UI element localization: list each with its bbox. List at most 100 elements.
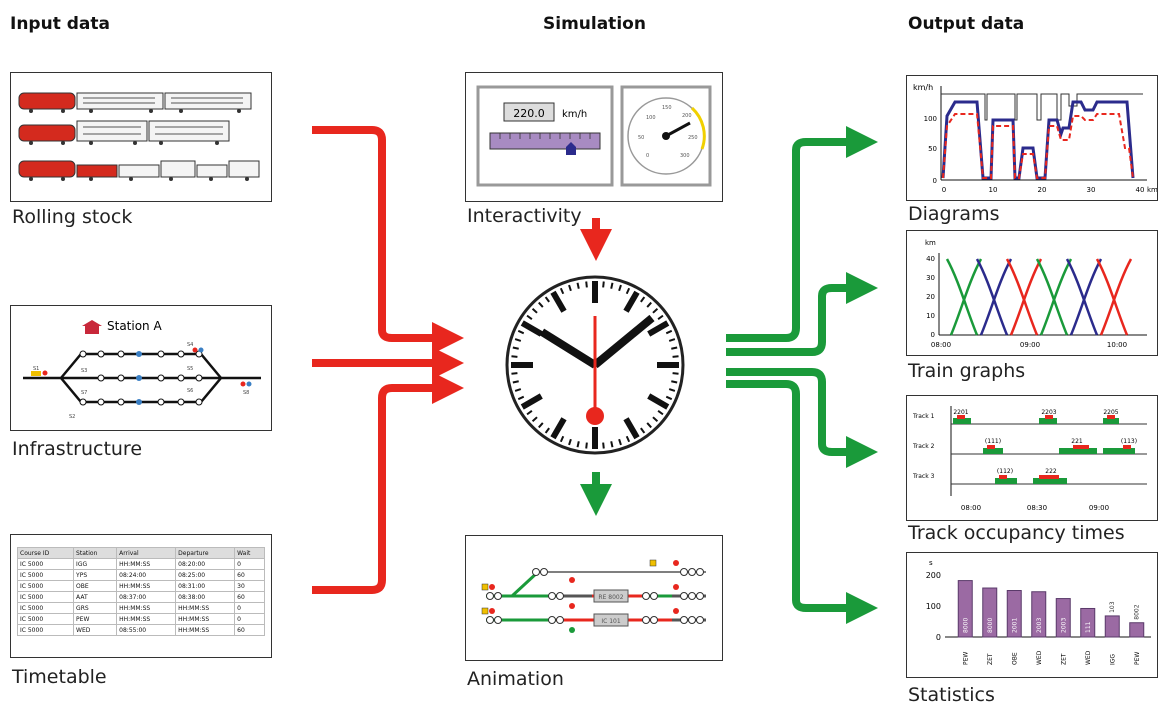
table-cell: HH:MM:SS <box>175 624 236 636</box>
train-illustrations <box>18 92 260 181</box>
slider-handle-icon[interactable] <box>566 142 576 155</box>
svg-text:08:00: 08:00 <box>961 504 981 512</box>
stats-category-label: OBE <box>1011 652 1018 665</box>
clock-minute-tick <box>514 338 522 342</box>
stats-bar-label: 8002 <box>1134 604 1141 619</box>
svg-text:20: 20 <box>1038 186 1047 194</box>
svg-text:221: 221 <box>1071 438 1083 445</box>
table-cell: 08:20:00 <box>175 558 236 570</box>
table-cell: IC 5000 <box>16 569 75 581</box>
stats-bar-label: 2003 <box>1036 618 1043 633</box>
svg-text:222: 222 <box>1045 468 1057 475</box>
table-cell: IC 5000 <box>16 602 75 614</box>
animation-track-view: RE 8002 IC 101 <box>481 559 706 633</box>
interactivity-panel: 220.0 km/h 0 50 100 150 200 250 300 <box>465 72 723 202</box>
svg-text:2205: 2205 <box>1103 409 1118 416</box>
svg-text:Track 2: Track 2 <box>912 443 935 450</box>
rolling-stock-label: Rolling stock <box>12 206 133 228</box>
svg-text:S7: S7 <box>81 390 87 396</box>
interactivity-controls: 220.0 km/h 0 50 100 150 200 250 300 <box>476 85 712 187</box>
clock-minute-tick <box>559 287 565 295</box>
clock-hour-tick <box>550 417 567 440</box>
svg-text:20: 20 <box>926 293 935 301</box>
input-data-header: Input data <box>10 14 110 34</box>
table-cell: 08:25:00 <box>175 569 236 581</box>
svg-text:50: 50 <box>638 135 644 141</box>
stats-bar-label: 103 <box>1109 601 1116 613</box>
clock-minute-tick <box>531 308 538 314</box>
clock-hour-tick <box>623 417 640 440</box>
stats-bar <box>982 587 998 638</box>
timetable-col-header: Course ID <box>16 547 75 559</box>
interactivity-label: Interactivity <box>467 205 582 227</box>
svg-text:100: 100 <box>924 115 937 123</box>
clock-minute-tick <box>568 438 572 446</box>
clock-minute-tick <box>646 301 652 308</box>
speed-readout: 220.0 <box>513 107 545 120</box>
table-cell: HH:MM:SS <box>116 580 177 592</box>
table-cell: GRS <box>73 602 118 614</box>
svg-text:S8: S8 <box>243 390 249 396</box>
animation-panel: RE 8002 IC 101 <box>465 535 723 661</box>
clock-minute-tick <box>568 284 572 292</box>
svg-text:2203: 2203 <box>1041 409 1056 416</box>
stats-ytick: 0 <box>936 633 941 642</box>
svg-text:0: 0 <box>646 153 649 159</box>
stats-ytick: 200 <box>926 571 941 580</box>
clock-minute-tick <box>625 287 631 295</box>
svg-text:S4: S4 <box>187 342 193 348</box>
clock-minute-tick <box>665 395 673 401</box>
station-icon <box>82 320 102 334</box>
clock-minute-tick <box>652 308 659 314</box>
clock-minute-tick <box>610 282 614 289</box>
clock-minute-tick <box>646 422 652 429</box>
table-cell: OBE <box>73 580 118 592</box>
stats-bar <box>1031 591 1047 638</box>
stats-bar <box>1129 622 1145 638</box>
clock-minute-tick <box>544 427 550 434</box>
svg-text:km: km <box>1147 186 1157 194</box>
clock-minute-tick <box>585 442 588 449</box>
table-cell: 0 <box>234 558 265 570</box>
svg-text:150: 150 <box>662 105 672 111</box>
clock-minute-tick <box>576 441 580 448</box>
svg-text:300: 300 <box>680 153 690 159</box>
table-cell: IC 5000 <box>16 591 75 603</box>
train-graph: km 0 10 20 30 40 08:00 09:00 10:00 <box>925 239 1147 349</box>
train-row-3 <box>18 160 260 178</box>
clock-minute-tick <box>514 388 522 392</box>
clock-minute-tick <box>531 416 538 422</box>
stats-bar-label: 8000 <box>987 618 994 633</box>
track-occupancy-chart: Track 1 Track 2 Track 3 08:00 08:30 09:0… <box>912 406 1147 512</box>
animation-label: Animation <box>467 668 564 690</box>
clock-minute-tick <box>652 416 659 422</box>
clock-minute-tick <box>511 355 518 358</box>
table-cell: 60 <box>234 591 265 603</box>
arrow-to-statistics <box>726 380 878 624</box>
clock-minute-tick <box>517 395 525 401</box>
clock-minute-tick <box>585 281 588 288</box>
clock-minute-tick <box>665 329 673 335</box>
occupancy-bars <box>953 415 1135 484</box>
stats-bar-label: 111 <box>1085 621 1092 633</box>
clock-minute-tick <box>625 435 631 443</box>
stats-category-label: ZET <box>987 653 994 665</box>
station-clock-icon <box>505 275 685 455</box>
clock-minute-tick <box>672 372 679 375</box>
svg-text:08:30: 08:30 <box>1027 504 1047 512</box>
arrow-to-track-occupancy <box>726 368 878 468</box>
table-cell: HH:MM:SS <box>175 613 236 625</box>
table-cell: YPS <box>73 569 118 581</box>
table-cell: HH:MM:SS <box>116 613 177 625</box>
timetable-col-header: Departure <box>175 547 236 559</box>
svg-text:30: 30 <box>1087 186 1096 194</box>
arrow-to-train-graphs <box>726 272 878 356</box>
table-cell: IC 5000 <box>16 558 75 570</box>
track-occupancy-label: Track occupancy times <box>908 522 1125 544</box>
